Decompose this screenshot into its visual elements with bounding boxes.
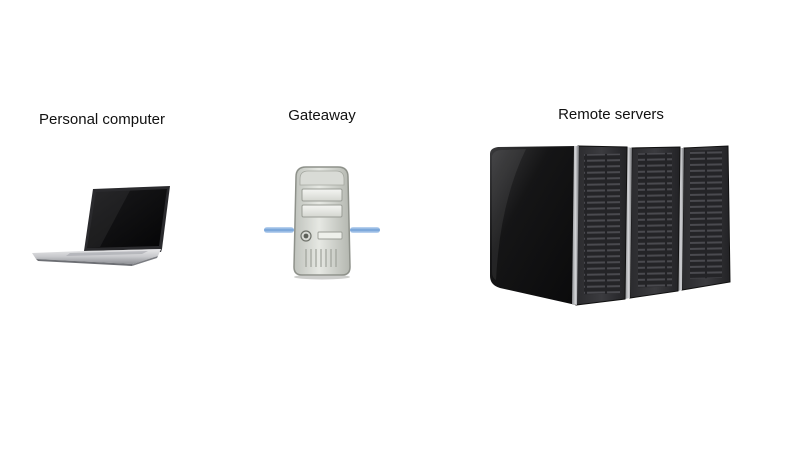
gateway-server-icon <box>262 163 382 281</box>
server-rack-icon <box>486 142 736 308</box>
personal-computer-label: Personal computer <box>39 111 165 128</box>
remote-servers-label: Remote servers <box>558 106 664 123</box>
gateway-label: Gateaway <box>288 107 356 124</box>
laptop-icon <box>30 185 175 267</box>
